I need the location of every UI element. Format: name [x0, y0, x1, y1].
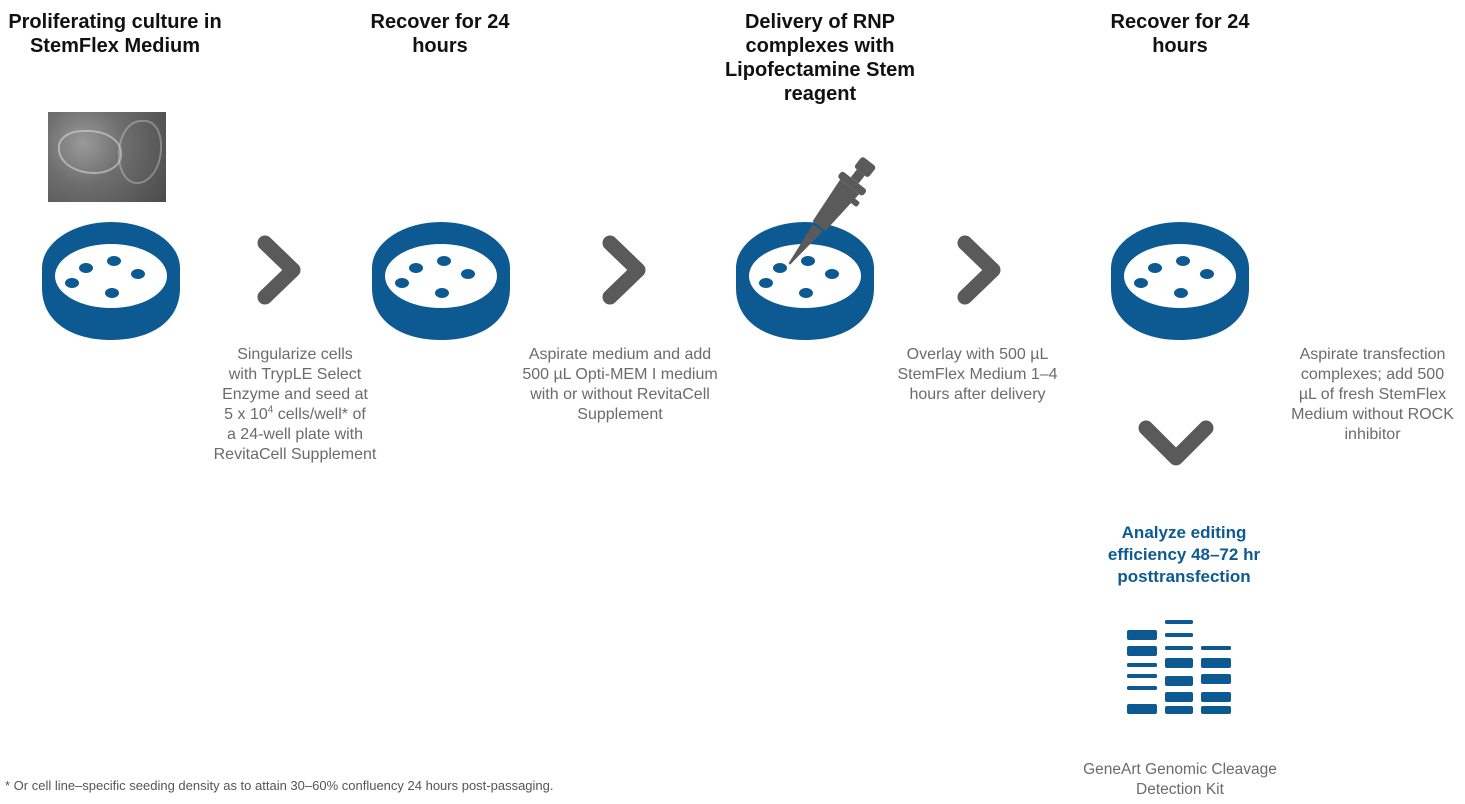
transition-3-text: Overlay with 500 µL StemFlex Medium 1–4 … — [897, 346, 1058, 403]
culture-dish-icon — [1111, 222, 1249, 340]
transition-2-text: Aspirate medium and add 500 µL Opti-MEM … — [522, 346, 718, 423]
transition-1-text: Singularize cells with TrypLE Select Enz… — [213, 346, 377, 463]
footnote: * Or cell line–specific seeding density … — [5, 778, 554, 793]
analysis-title: Analyze editing efficiency 48–72 hr post… — [1107, 523, 1261, 586]
step-1-title: Proliferating culture in StemFlex Medium — [8, 11, 222, 57]
chevron-right-icon — [257, 235, 301, 305]
chevron-right-icon — [602, 235, 646, 305]
transition-4-text: Aspirate transfection complexes; add 500… — [1291, 346, 1454, 443]
chevron-down-icon — [1138, 420, 1214, 466]
culture-dish-icon — [372, 222, 510, 340]
pipette-icon — [788, 157, 876, 265]
kit-label: GeneArt Genomic Cleavage Detection Kit — [1083, 761, 1277, 798]
step-2-title: Recover for 24 hours — [370, 11, 510, 57]
culture-dish-icon — [42, 222, 180, 340]
culture-dish-icon — [736, 222, 874, 340]
gel-bands-icon — [1127, 620, 1231, 714]
step-3-title: Delivery of RNP complexes with Lipofecta… — [724, 11, 916, 105]
chevron-right-icon — [957, 235, 1001, 305]
cell-culture-photo — [48, 112, 166, 202]
step-4-title: Recover for 24 hours — [1110, 11, 1250, 57]
